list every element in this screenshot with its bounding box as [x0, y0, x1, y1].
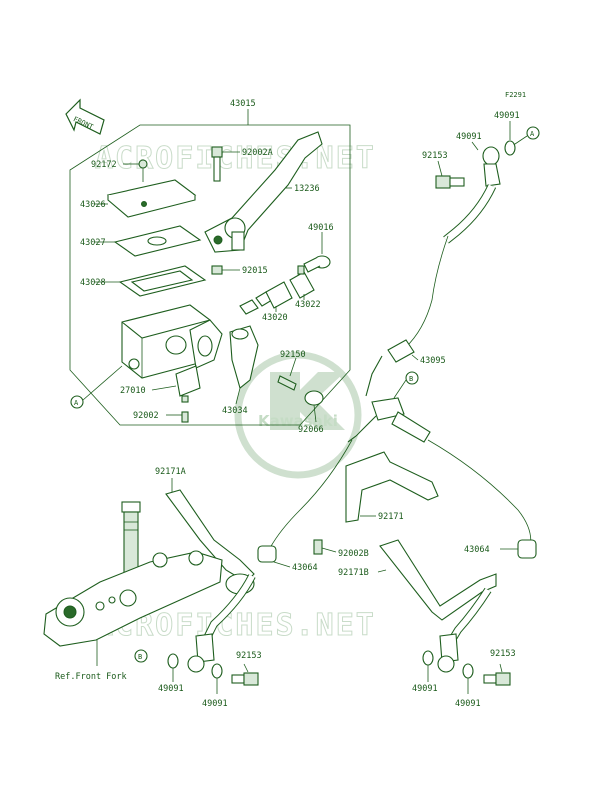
- svg-text:B: B: [138, 653, 142, 661]
- diaphragm-plate-43027: [113, 225, 202, 257]
- reservoir-cap-43026: [106, 179, 197, 218]
- screw-92172: [138, 159, 148, 182]
- label-43064-right: 43064: [464, 545, 490, 555]
- label-49091-br2: 49091: [455, 699, 481, 709]
- label-92015: 92015: [242, 266, 268, 276]
- washer-49091-bl1: [167, 653, 179, 669]
- label-43027: 43027: [80, 238, 106, 248]
- label-92171A: 92171A: [155, 467, 186, 477]
- front-arrow-icon: FRONT: [65, 98, 105, 135]
- svg-text:A: A: [74, 399, 79, 407]
- label-49091-bl2: 49091: [202, 699, 228, 709]
- brake-switch-27010: [175, 365, 201, 403]
- label-43064-left: 43064: [292, 563, 318, 573]
- label-92153-bl: 92153: [236, 651, 262, 661]
- banjo-fitting-top: [482, 146, 501, 187]
- label-92002B: 92002B: [338, 549, 369, 559]
- watermark-brand: Kawasaki: [258, 412, 338, 430]
- assembly-outline: [69, 124, 351, 426]
- label-92066: 92066: [298, 425, 324, 435]
- label-92171: 92171: [378, 512, 404, 522]
- svg-text:A: A: [530, 130, 535, 138]
- brake-hose-splitter: [347, 397, 431, 443]
- brake-hose-left: [269, 439, 353, 549]
- bolt-92002B: [313, 539, 323, 555]
- brake-lever-13236: [204, 131, 323, 253]
- piston-43022: [289, 265, 315, 299]
- ref-front-fork-label: Ref.Front Fork: [55, 672, 127, 682]
- callout-b-left: B: [134, 649, 148, 663]
- bracket-92171B: [379, 539, 497, 621]
- callout-b-right: B: [393, 371, 419, 399]
- label-43095: 43095: [420, 356, 446, 366]
- front-fork-steering-stem: [43, 501, 223, 647]
- brake-hose-thin: [404, 235, 449, 349]
- label-13236: 13236: [294, 184, 320, 194]
- label-43015: 43015: [230, 99, 256, 109]
- watermark-text-top: ACROFICHES.NET: [95, 141, 376, 176]
- watermark-ring: [234, 351, 362, 479]
- master-cylinder-body: [121, 304, 259, 389]
- label-43026: 43026: [80, 200, 106, 210]
- callout-a-right: A: [511, 126, 540, 147]
- label-49091-top2: 49091: [456, 132, 482, 142]
- banjo-fitting-br: [437, 633, 459, 673]
- label-92002: 92002: [133, 411, 159, 421]
- label-43034: 43034: [222, 406, 248, 416]
- screw-92150: [277, 375, 297, 391]
- gasket-43028: [118, 265, 207, 297]
- bracket-92171: [345, 451, 439, 523]
- label-92172: 92172: [91, 160, 117, 170]
- banjo-fitting-bl: [187, 633, 215, 673]
- label-49091-bl1: 49091: [158, 684, 184, 694]
- brake-hose-right: [427, 439, 532, 549]
- label-49091-top: 49091: [494, 111, 520, 121]
- callout-a-left: A: [70, 365, 123, 409]
- washer-49091-br1: [422, 650, 434, 666]
- label-92153-br: 92153: [490, 649, 516, 659]
- label-43022: 43022: [295, 300, 321, 310]
- banjo-bolt-92153-top: [435, 175, 465, 189]
- cap-92066: [304, 390, 324, 406]
- svg-text:B: B: [409, 375, 413, 383]
- nut-92015: [211, 265, 223, 275]
- label-92002A: 92002A: [242, 148, 273, 158]
- piston-kit-43020: [239, 281, 293, 315]
- banjo-bolt-92153-br: [483, 672, 511, 686]
- bolt-92002A: [211, 146, 223, 182]
- banjo-bolt-92153-bl: [231, 672, 259, 686]
- grommet-43064-right: [517, 539, 537, 559]
- label-49091-br1: 49091: [412, 684, 438, 694]
- boot-49016: [303, 255, 331, 273]
- washer-49091-br2: [462, 663, 474, 679]
- label-92150: 92150: [280, 350, 306, 360]
- label-27010: 27010: [120, 386, 146, 396]
- label-92171B: 92171B: [338, 568, 369, 578]
- label-92153-top: 92153: [422, 151, 448, 161]
- washer-49091-top: [504, 140, 516, 156]
- screw-92002: [181, 411, 189, 423]
- figure-code: F2291: [505, 91, 526, 99]
- label-43028: 43028: [80, 278, 106, 288]
- label-43020: 43020: [262, 313, 288, 323]
- label-49016: 49016: [308, 223, 334, 233]
- hose-junction-43095: [365, 339, 415, 397]
- grommet-43064-left: [257, 545, 277, 563]
- washer-49091-bl2: [211, 663, 223, 679]
